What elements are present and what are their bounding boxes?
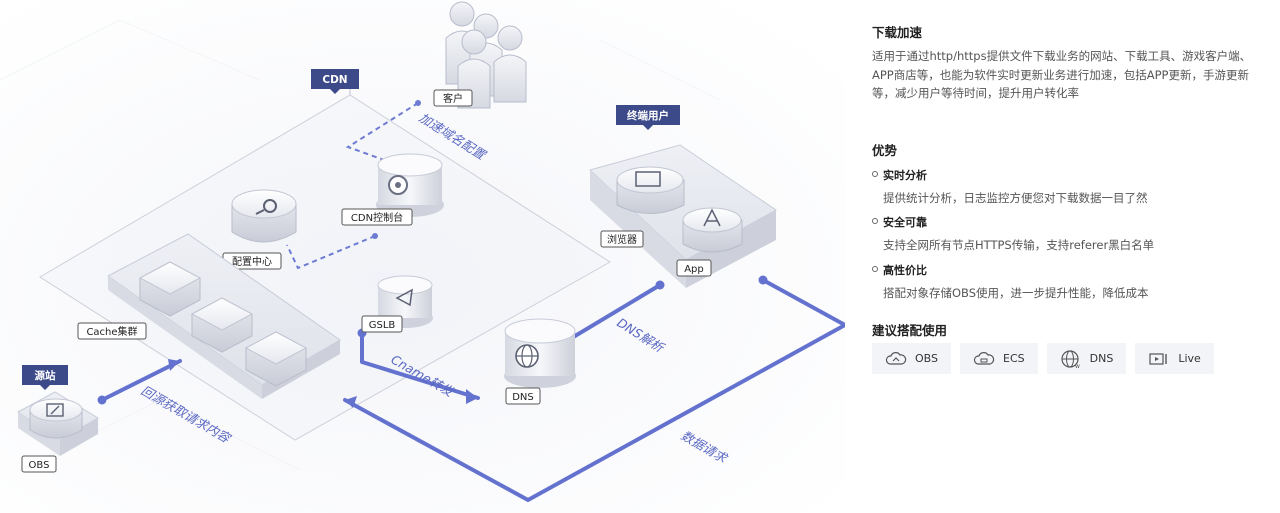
globe-icon: w [1061, 349, 1080, 369]
cdn-architecture-diagram: 客户 CDN 终端用户 源站 CDN控制台 [0, 0, 845, 513]
svg-text:OBS: OBS [29, 460, 50, 471]
config-center-label: 配置中心 [222, 252, 282, 270]
dns-icon [504, 318, 576, 388]
cname-line [360, 331, 480, 400]
client-label: 客户 [433, 89, 473, 107]
domain-config-dashed [345, 102, 419, 166]
recommend-label: Live [1178, 352, 1201, 365]
config-center-icon [231, 189, 297, 243]
dns-label: DNS [505, 387, 541, 405]
client-users-icon [445, 1, 527, 109]
svg-text:客户: 客户 [443, 92, 463, 105]
cdn-zone-outline [39, 94, 611, 441]
browser-icon [616, 166, 685, 214]
svg-text:CDN: CDN [322, 74, 347, 86]
advantage-name: 实时分析 [872, 167, 1272, 183]
svg-text:源站: 源站 [35, 369, 56, 382]
svg-text:终端用户: 终端用户 [627, 109, 669, 122]
cdn-console-icon [376, 153, 444, 217]
origin-badge: 源站 [22, 365, 68, 390]
advantage-desc: 支持全网所有节点HTTPS传输，支持referer黑白名单 [883, 238, 1155, 252]
cache-node-1 [138, 261, 202, 317]
recommend-label: DNS [1089, 352, 1114, 365]
advantages-title: 优势 [872, 143, 898, 158]
cache-node-3 [244, 331, 308, 387]
advantage-desc: 搭配对象存储OBS使用，进一步提升性能，降低成本 [883, 286, 1149, 300]
svg-text:Cache集群: Cache集群 [86, 325, 137, 338]
recommend-obs-button[interactable]: OBS [872, 343, 951, 374]
data-request-line [343, 278, 845, 502]
dns-resolve-line [558, 283, 662, 347]
recommend-label: ECS [1003, 352, 1025, 365]
cache-cluster-group [107, 233, 341, 399]
advantage-item: 高性价比 搭配对象存储OBS使用，进一步提升性能，降低成本 [872, 262, 1272, 301]
obs-label: OBS [21, 455, 57, 473]
advantage-name: 安全可靠 [872, 214, 1272, 230]
cloud-icon [885, 351, 907, 365]
panel-title: 下载加速 [872, 25, 923, 40]
cloud-server-icon [973, 351, 995, 365]
recommend-live-button[interactable]: Live [1135, 343, 1214, 374]
svg-text:GSLB: GSLB [369, 320, 396, 331]
svg-text:App: App [684, 264, 704, 275]
terminal-user-badge: 终端用户 [616, 105, 680, 130]
advantage-item: 实时分析 提供统计分析，日志监控方便您对下载数据一目了然 [872, 167, 1272, 206]
recommend-title: 建议搭配使用 [872, 323, 948, 338]
cdn-console-label: CDN控制台 [341, 208, 413, 226]
svg-text:DNS: DNS [512, 392, 534, 403]
solution-panel: 下载加速 适用于通过http/https提供文件下载业务的网站、下载工具、游戏客… [845, 0, 1280, 513]
svg-text:配置中心: 配置中心 [232, 255, 272, 268]
app-icon [682, 207, 743, 253]
obs-origin-icon [17, 391, 99, 456]
advantage-desc: 提供统计分析，日志监控方便您对下载数据一目了然 [883, 191, 1148, 205]
recommend-list: OBS ECS w DNS [872, 343, 1214, 374]
cache-node-2 [190, 297, 254, 353]
cdn-badge: CDN [311, 69, 359, 94]
svg-text:CDN控制台: CDN控制台 [351, 211, 403, 224]
panel-description: 适用于通过http/https提供文件下载业务的网站、下载工具、游戏客户端、 A… [872, 49, 1252, 100]
config-push-dashed [286, 235, 376, 270]
back-to-origin-line [100, 359, 182, 402]
play-icon [1149, 352, 1168, 365]
gslb-label: GSLB [361, 315, 403, 333]
cache-cluster-label: Cache集群 [77, 322, 147, 340]
recommend-ecs-button[interactable]: ECS [960, 343, 1038, 374]
app-label: App [676, 259, 712, 277]
svg-text:浏览器: 浏览器 [607, 233, 637, 246]
svg-text:w: w [1075, 363, 1080, 369]
recommend-label: OBS [915, 352, 938, 365]
browser-label: 浏览器 [600, 230, 644, 248]
advantage-item: 安全可靠 支持全网所有节点HTTPS传输，支持referer黑白名单 [872, 214, 1272, 253]
advantage-name: 高性价比 [872, 262, 1272, 278]
recommend-dns-button[interactable]: w DNS [1046, 343, 1127, 374]
flow-lines [100, 278, 845, 502]
